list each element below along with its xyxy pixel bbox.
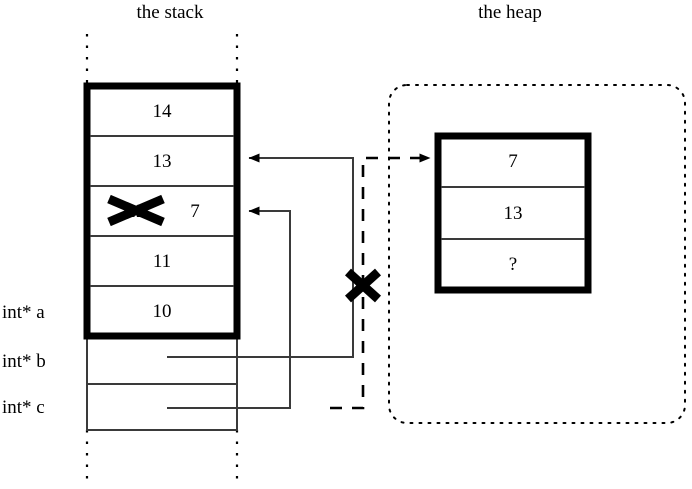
stack-cell-value-12-struck: 12	[126, 201, 146, 222]
stack-cell-value-11: 11	[152, 251, 172, 272]
stack-dotted-guides	[85, 34, 239, 486]
stack-title: the stack	[136, 2, 204, 23]
heap-cell-value-unknown: ?	[508, 254, 518, 275]
variable-label-b: int* b	[2, 351, 46, 372]
stack-array-outline	[83, 82, 241, 340]
heap-title: the heap	[478, 2, 542, 23]
heap-region-boundary	[388, 84, 686, 424]
stack-cell-value-10: 10	[152, 301, 172, 322]
crossout-heap-pointer-icon	[344, 268, 382, 303]
variable-label-a: int* a	[2, 302, 45, 323]
stack-cell-value-14: 14	[152, 101, 172, 122]
pointer-b-to-stack-cell-13	[167, 153, 354, 358]
stack-cell-value-13: 13	[152, 151, 172, 172]
variable-label-c: int* c	[2, 397, 45, 418]
crossout-stack-value-icon	[107, 194, 165, 227]
pointer-c-to-stack-cell-7	[167, 206, 291, 409]
stack-cell-b	[86, 335, 238, 385]
pointer-c-to-heap-dashed	[330, 153, 431, 410]
stack-cell-value-7-replacement: 7	[190, 201, 200, 222]
heap-cell-value-13: 13	[503, 203, 523, 224]
stack-array-box	[83, 82, 241, 340]
heap-block-outline	[434, 132, 592, 294]
stack-pointer-cells	[86, 335, 238, 431]
heap-cell-value-7: 7	[508, 151, 518, 172]
heap-block-box	[434, 132, 592, 294]
